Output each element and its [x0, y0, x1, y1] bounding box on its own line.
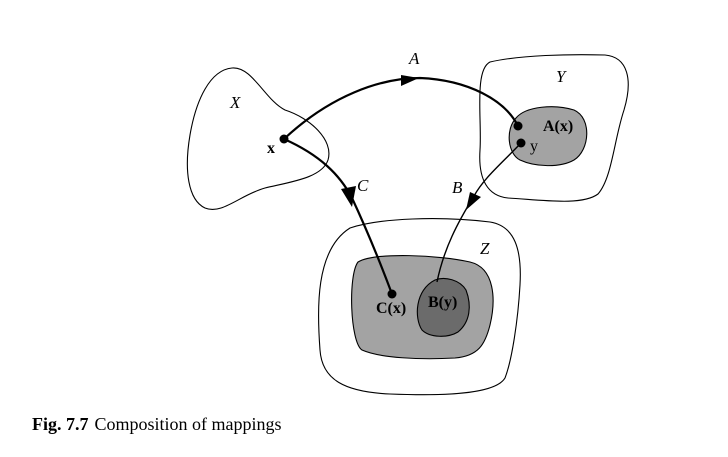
- set-x-outline: [186, 67, 330, 210]
- image-a-x-region: [508, 106, 588, 167]
- point-c-x-dot: [387, 289, 397, 299]
- image-b-y-region: [416, 277, 470, 337]
- mapping-a-arrow: [283, 76, 519, 140]
- set-x-label: X: [229, 93, 241, 112]
- set-z-label: Z: [480, 239, 490, 258]
- mapping-c-label: C: [357, 176, 369, 195]
- image-b-y-label: B(y): [428, 294, 457, 311]
- image-a-x-label: A(x): [543, 118, 573, 135]
- set-y-outline: [479, 54, 629, 202]
- figure-caption-text: Composition of mappings: [94, 414, 282, 434]
- mapping-c-arrowhead: [341, 186, 356, 207]
- point-y-label: y: [530, 138, 538, 155]
- mapping-a-arrowhead: [401, 75, 419, 86]
- image-c-x-label: C(x): [376, 300, 406, 317]
- figure-number: Fig. 7.7: [32, 414, 89, 434]
- point-a-x-dot: [513, 121, 523, 131]
- point-x-label: x: [267, 140, 275, 157]
- point-y-dot: [516, 138, 526, 148]
- set-z-outline: [317, 218, 521, 396]
- mapping-a-label: A: [408, 49, 420, 68]
- point-x-dot: [279, 134, 289, 144]
- mapping-b-arrowhead: [466, 192, 481, 210]
- set-y-label: Y: [556, 67, 567, 86]
- mapping-b-label: B: [452, 178, 463, 197]
